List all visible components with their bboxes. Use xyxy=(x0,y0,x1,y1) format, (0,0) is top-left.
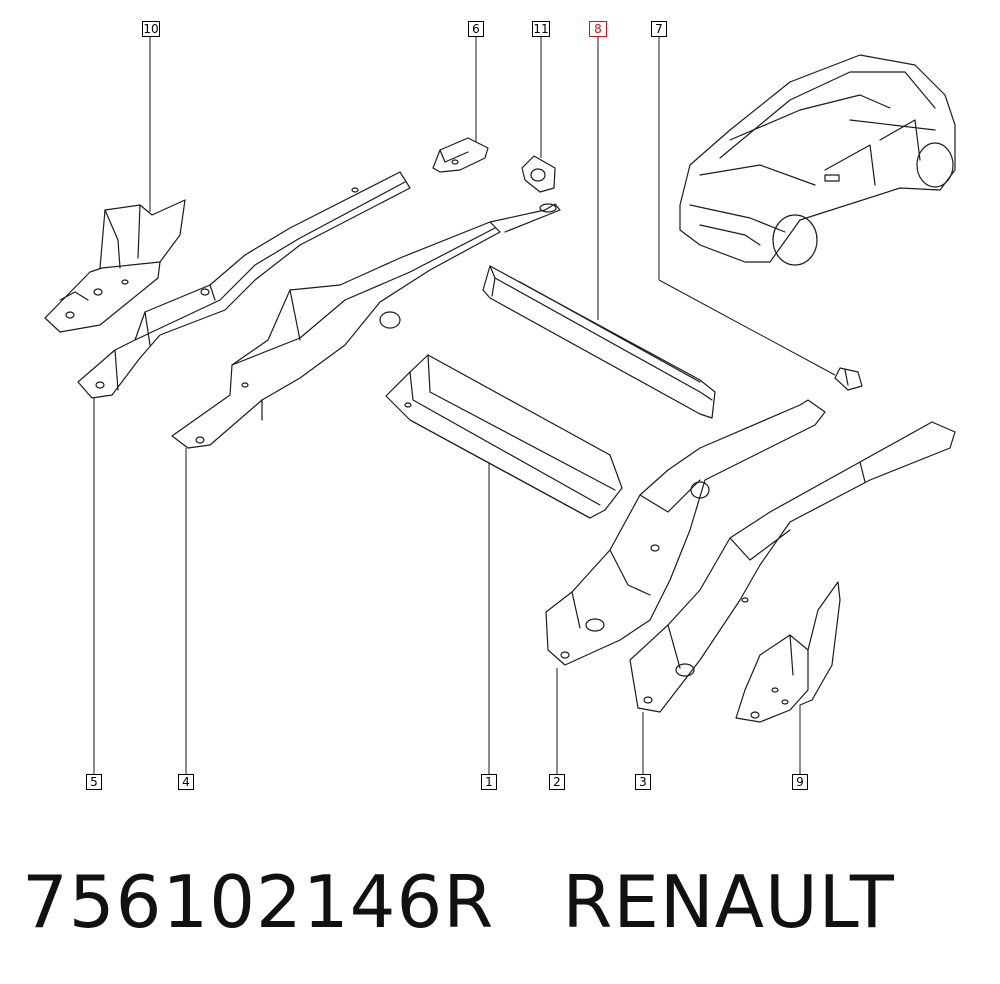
part-2-rail xyxy=(545,399,826,666)
callout-1: 1 xyxy=(481,774,497,790)
part-7-clip xyxy=(834,367,863,391)
part-11-plate xyxy=(521,155,556,193)
callout-4: 4 xyxy=(178,774,194,790)
part-1-channel xyxy=(385,354,623,519)
part-9-bracket xyxy=(735,581,841,723)
callout-6: 6 xyxy=(468,21,484,37)
caption: 756102146R RENAULT xyxy=(22,852,895,952)
car-illustration xyxy=(679,54,956,266)
callout-11: 11 xyxy=(532,21,550,37)
callout-5: 5 xyxy=(86,774,102,790)
part-6-clip xyxy=(432,137,489,173)
callout-9: 9 xyxy=(792,774,808,790)
callout-7: 7 xyxy=(651,21,667,37)
part-10-bracket xyxy=(44,199,186,333)
part-3-rail xyxy=(629,421,956,713)
part-8-cross-member xyxy=(482,265,716,419)
callout-8-highlighted: 8 xyxy=(589,21,607,37)
leader-7b xyxy=(658,279,836,376)
brand-name: RENAULT xyxy=(562,860,895,944)
part-4-rail xyxy=(171,203,561,449)
callout-2: 2 xyxy=(549,774,565,790)
part-5-rail xyxy=(77,171,411,399)
part-number: 756102146R xyxy=(22,860,495,944)
callout-3: 3 xyxy=(635,774,651,790)
callout-10: 10 xyxy=(142,21,160,37)
leader-lines xyxy=(93,37,836,774)
